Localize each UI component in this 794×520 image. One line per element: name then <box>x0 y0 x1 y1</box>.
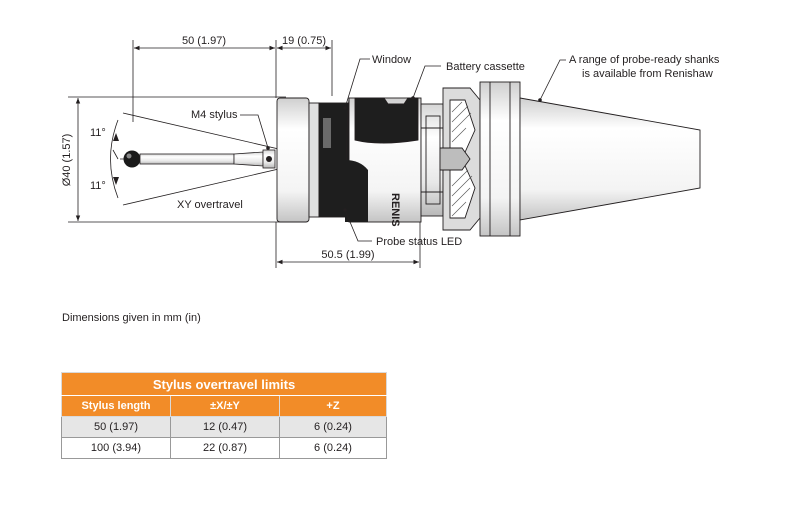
dimension-lines <box>75 45 419 265</box>
dim-diameter: Ø40 (1.57) <box>61 134 73 187</box>
flange <box>439 87 481 231</box>
angle-bottom-label: 11° <box>90 180 106 192</box>
probe-diagram: RENIS 50 (1.97) 19 (0 <box>61 35 720 268</box>
angle-top-label: 11° <box>90 127 106 139</box>
shank-label-line2: is available from Renishaw <box>582 68 713 80</box>
shank-label-line1: A range of probe-ready shanks <box>569 54 720 66</box>
angle-arrow-bottom <box>113 177 119 185</box>
probe-body <box>276 97 444 223</box>
xy-overtravel-label: XY overtravel <box>177 199 243 211</box>
led-label: Probe status LED <box>376 236 462 248</box>
cell-z: 6 (0.24) <box>279 437 387 459</box>
battery-label: Battery cassette <box>446 61 525 73</box>
leader-lines <box>240 58 566 242</box>
cell-xy: 12 (0.47) <box>170 416 280 438</box>
extension-lines <box>68 40 421 268</box>
stylus-ball <box>123 150 141 168</box>
stylus-label: M4 stylus <box>191 109 238 121</box>
brand-text: RENIS <box>389 193 401 227</box>
table-title: Stylus overtravel limits <box>61 372 387 396</box>
dim-bottom: 50.5 (1.99) <box>321 249 374 261</box>
col-header-xy: ±X/±Y <box>170 395 280 417</box>
window-label: Window <box>372 54 411 66</box>
overtravel-table: Stylus overtravel limits Stylus length ±… <box>61 372 387 459</box>
table-row: 50 (1.97) 12 (0.47) 6 (0.24) <box>61 416 387 438</box>
units-note: Dimensions given in mm (in) <box>62 312 201 324</box>
shank <box>479 81 701 237</box>
dim-top-right: 19 (0.75) <box>282 35 326 47</box>
cell-z: 6 (0.24) <box>279 416 387 438</box>
table-row: 100 (3.94) 22 (0.87) 6 (0.24) <box>61 437 387 459</box>
cell-stylus-length: 100 (3.94) <box>61 437 171 459</box>
stylus-stem <box>139 153 235 165</box>
cell-xy: 22 (0.87) <box>170 437 280 459</box>
col-header-stylus-length: Stylus length <box>61 395 171 417</box>
cell-stylus-length: 50 (1.97) <box>61 416 171 438</box>
dim-top-left: 50 (1.97) <box>182 35 226 47</box>
angle-arrow-top <box>113 133 119 141</box>
stylus <box>123 149 276 169</box>
col-header-z: +Z <box>279 395 387 417</box>
